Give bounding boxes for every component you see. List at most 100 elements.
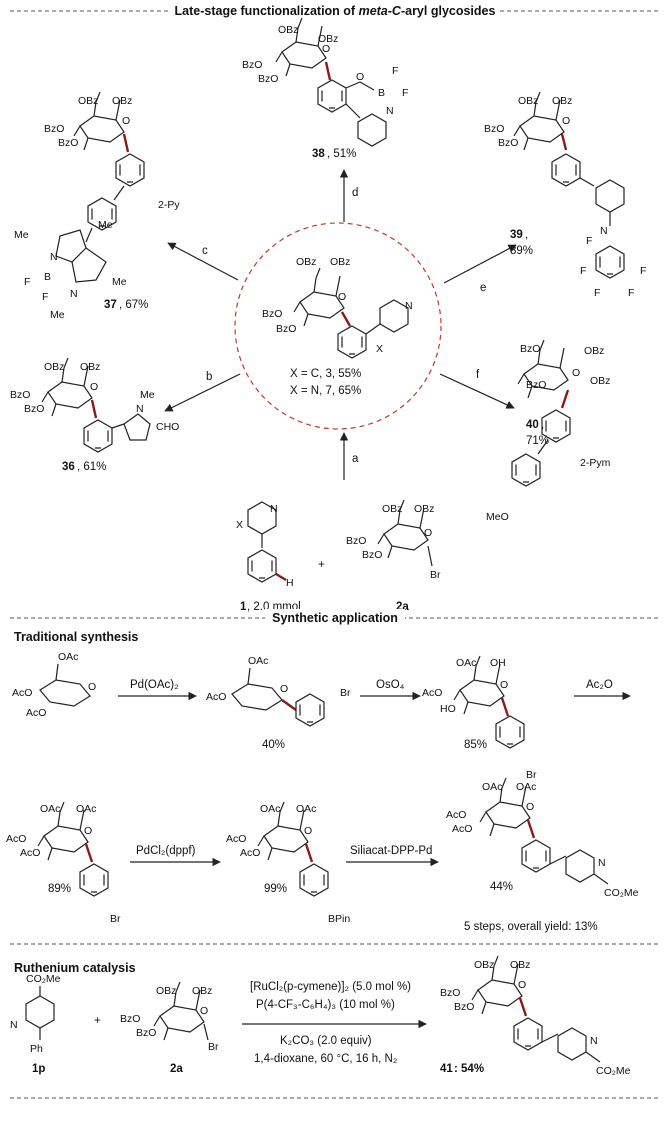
svg-text:AcO: AcO <box>240 847 260 859</box>
svg-text:N: N <box>10 1019 18 1031</box>
condition-ligand: P(4-CF₃-C₆H₄)₃ (10 mol %) <box>256 999 395 1011</box>
svg-text:BzO: BzO <box>440 987 460 999</box>
compound-39: OBz OBz BzO BzO O N F F F F F 39 , 89% <box>484 91 646 299</box>
svg-text:2a: 2a <box>170 1063 183 1075</box>
svg-text:AcO: AcO <box>20 847 40 859</box>
plus-sign-2: + <box>94 1015 101 1027</box>
svg-text:BzO: BzO <box>10 389 30 401</box>
svg-text:39: 39 <box>510 229 523 241</box>
svg-text:N: N <box>386 105 394 117</box>
svg-text:O: O <box>338 291 346 303</box>
arrow-label-f: f <box>476 369 480 381</box>
svg-text:O: O <box>84 825 92 837</box>
svg-text:BzO: BzO <box>520 343 540 355</box>
svg-text:BPin: BPin <box>328 913 350 925</box>
svg-text:HO: HO <box>440 703 456 715</box>
svg-text:36: 36 <box>62 461 75 473</box>
svg-text:OBz: OBz <box>78 95 98 107</box>
compound-38: OBz OBz BzO BzO O O B F F N 38 , 51% <box>242 17 408 160</box>
center-dashed-circle <box>234 222 442 430</box>
svg-text:X = C, 3, 55%: X = C, 3, 55% <box>290 368 361 380</box>
svg-text:O: O <box>500 679 508 691</box>
svg-text:F: F <box>24 276 30 288</box>
svg-text:N: N <box>600 225 608 237</box>
svg-text:N: N <box>50 251 58 263</box>
svg-text:OAc: OAc <box>296 803 316 815</box>
svg-text:CHO: CHO <box>156 421 179 433</box>
svg-text:Me: Me <box>140 389 155 401</box>
svg-text:H: H <box>286 577 294 589</box>
overall-yield-summary: 5 steps, overall yield: 13% <box>464 921 598 933</box>
svg-text:O: O <box>90 381 98 393</box>
svg-text:O: O <box>526 801 534 813</box>
svg-text:OBz: OBz <box>44 361 64 373</box>
arrow-b <box>164 373 241 412</box>
svg-text:OAc: OAc <box>40 803 60 815</box>
svg-text:BzO: BzO <box>258 73 278 85</box>
svg-text:OH: OH <box>490 657 506 669</box>
svg-text:OBz: OBz <box>192 985 212 997</box>
svg-text:AcO: AcO <box>452 823 472 835</box>
svg-text:OBz: OBz <box>318 33 338 45</box>
glucal-start: OAc AcO AcO O <box>12 651 96 719</box>
traditional-heading: Traditional synthesis <box>14 630 138 644</box>
arrow-label-a: a <box>352 453 359 465</box>
svg-text:CO₂Me: CO₂Me <box>604 887 639 899</box>
svg-text:CO₂Me: CO₂Me <box>26 973 61 985</box>
svg-text:Br: Br <box>430 569 441 581</box>
svg-text:BzO: BzO <box>454 1001 474 1013</box>
condition-base: K₂CO₃ (2.0 equiv) <box>280 1035 372 1047</box>
svg-text:X: X <box>236 519 243 531</box>
svg-text:N: N <box>598 857 606 869</box>
svg-text:MeO: MeO <box>486 511 509 523</box>
svg-text:N: N <box>590 1035 598 1047</box>
svg-text:OBz: OBz <box>518 95 538 107</box>
svg-text:Ph: Ph <box>30 1043 43 1055</box>
svg-text:OBz: OBz <box>510 959 530 971</box>
svg-text:BzO: BzO <box>526 379 546 391</box>
svg-text:BzO: BzO <box>262 308 282 320</box>
svg-text:OAc: OAc <box>482 781 502 793</box>
condition-catalyst: [RuCl₂(p-cymene)]₂ (5.0 mol %) <box>250 981 411 993</box>
svg-text:AcO: AcO <box>206 691 226 703</box>
svg-text:F: F <box>402 87 408 99</box>
svg-text:N: N <box>270 503 278 515</box>
svg-text:99%: 99% <box>264 883 287 895</box>
svg-text:Me: Me <box>14 229 29 241</box>
svg-text:2-Py: 2-Py <box>158 199 180 211</box>
svg-text:2-Pym: 2-Pym <box>580 457 611 469</box>
svg-text:OBz: OBz <box>156 985 176 997</box>
compound-36: OBz OBz BzO BzO O N Me CHO 36 , 61% <box>10 357 179 473</box>
svg-text:O: O <box>572 367 580 379</box>
svg-text:F: F <box>594 287 600 299</box>
reagent-ac2o: Ac₂O <box>586 679 613 691</box>
svg-text:OBz: OBz <box>278 24 298 36</box>
compound-2a: OBz OBz BzO BzO O Br 2a <box>346 499 441 613</box>
intermediate-2: OAc OH AcO HO O Br 85% <box>422 655 537 781</box>
compound-2a-ru: OBz OBz BzO BzO O Br 2a <box>120 981 219 1075</box>
svg-text:40%: 40% <box>262 739 285 751</box>
svg-text:Br: Br <box>110 913 121 925</box>
svg-text:85%: 85% <box>464 739 487 751</box>
section2-title: Synthetic application <box>272 611 398 625</box>
svg-text:O: O <box>424 527 432 539</box>
svg-text:OAc: OAc <box>516 781 536 793</box>
svg-text:OBz: OBz <box>552 95 572 107</box>
svg-text:O: O <box>88 681 96 693</box>
svg-text:, 61%: , 61% <box>77 461 106 473</box>
svg-text:F: F <box>580 265 586 277</box>
svg-text:AcO: AcO <box>12 687 32 699</box>
svg-text:OBz: OBz <box>414 503 434 515</box>
svg-text:CO₂Me: CO₂Me <box>596 1065 631 1077</box>
svg-text:44%: 44% <box>490 881 513 893</box>
svg-text:37: 37 <box>104 299 117 311</box>
svg-text:BzO: BzO <box>44 123 64 135</box>
arrow-f <box>439 373 515 409</box>
svg-text:BzO: BzO <box>346 535 366 547</box>
svg-text:B: B <box>378 87 385 99</box>
arrow-c <box>167 242 239 281</box>
svg-text:F: F <box>586 235 592 247</box>
svg-text:, 51%: , 51% <box>327 148 356 160</box>
